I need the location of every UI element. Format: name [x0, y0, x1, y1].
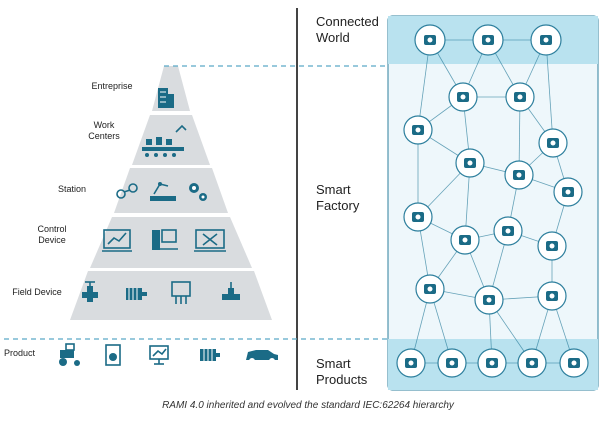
robot-arm-conveyor-icon — [150, 182, 176, 201]
robot-arm-icon — [403, 115, 433, 145]
tools-monitor-icon — [493, 216, 523, 246]
washing-machine-icon — [105, 344, 121, 366]
office-building-icon — [448, 82, 478, 112]
label-product: Product — [4, 348, 36, 358]
wrench-icon — [403, 202, 433, 232]
sensor-module-icon — [171, 281, 191, 304]
assembly-line-icon — [538, 128, 568, 158]
tractor-icon — [59, 343, 80, 366]
car-icon — [246, 350, 278, 364]
cog-chain-icon — [116, 183, 138, 199]
pc-tower-icon — [152, 229, 178, 250]
sensor-module-icon — [537, 281, 567, 311]
label-connected-world: Connected World — [316, 14, 379, 45]
label-control-device: Control Device — [37, 224, 67, 245]
assembly-line-icon — [142, 124, 187, 157]
line-chart-monitor-icon — [415, 274, 445, 304]
label-enterprise: Entreprise — [91, 81, 133, 91]
motor-icon — [200, 349, 220, 361]
monitor-icon — [149, 345, 169, 365]
figure-caption: RAMI 4.0 inherited and evolved the stand… — [162, 400, 454, 411]
network-nodes — [396, 24, 589, 378]
motor-icon — [126, 288, 147, 300]
tools-monitor-icon — [194, 229, 226, 252]
cloud-tree-icon — [414, 24, 446, 56]
office-building-icon — [158, 88, 174, 108]
power-plant-icon — [455, 148, 485, 178]
valve-icon — [82, 281, 98, 302]
network-link — [545, 39, 554, 144]
tractor-icon — [437, 348, 467, 378]
gear-icon — [553, 177, 583, 207]
label-field-device: Field Device — [12, 287, 62, 297]
gears-icon — [189, 183, 207, 201]
product-icons — [59, 343, 278, 366]
control-panel-icon — [450, 225, 480, 255]
globe-icon — [472, 24, 504, 56]
motor-icon — [559, 348, 589, 378]
washing-machine-icon — [477, 348, 507, 378]
pipe-valve-icon — [222, 282, 240, 300]
robot-arm-conveyor-icon — [504, 160, 534, 190]
cloud-computer-icon — [530, 24, 562, 56]
label-station: Station — [57, 184, 87, 194]
label-smart-factory: Smart Factory — [316, 182, 360, 213]
pyramid-level-field-device — [70, 271, 272, 320]
factory-icon — [505, 82, 535, 112]
line-chart-monitor-icon — [102, 229, 132, 252]
pyramid-level-station — [114, 168, 228, 213]
pipe-valve-icon — [396, 348, 426, 378]
pyramid-icons — [82, 88, 240, 304]
monitor-icon — [517, 348, 547, 378]
label-work-centers: Work Centers — [88, 120, 120, 141]
presenter-icon — [537, 231, 567, 261]
label-smart-products: Smart Products — [316, 356, 368, 387]
motor-icon — [474, 285, 504, 315]
